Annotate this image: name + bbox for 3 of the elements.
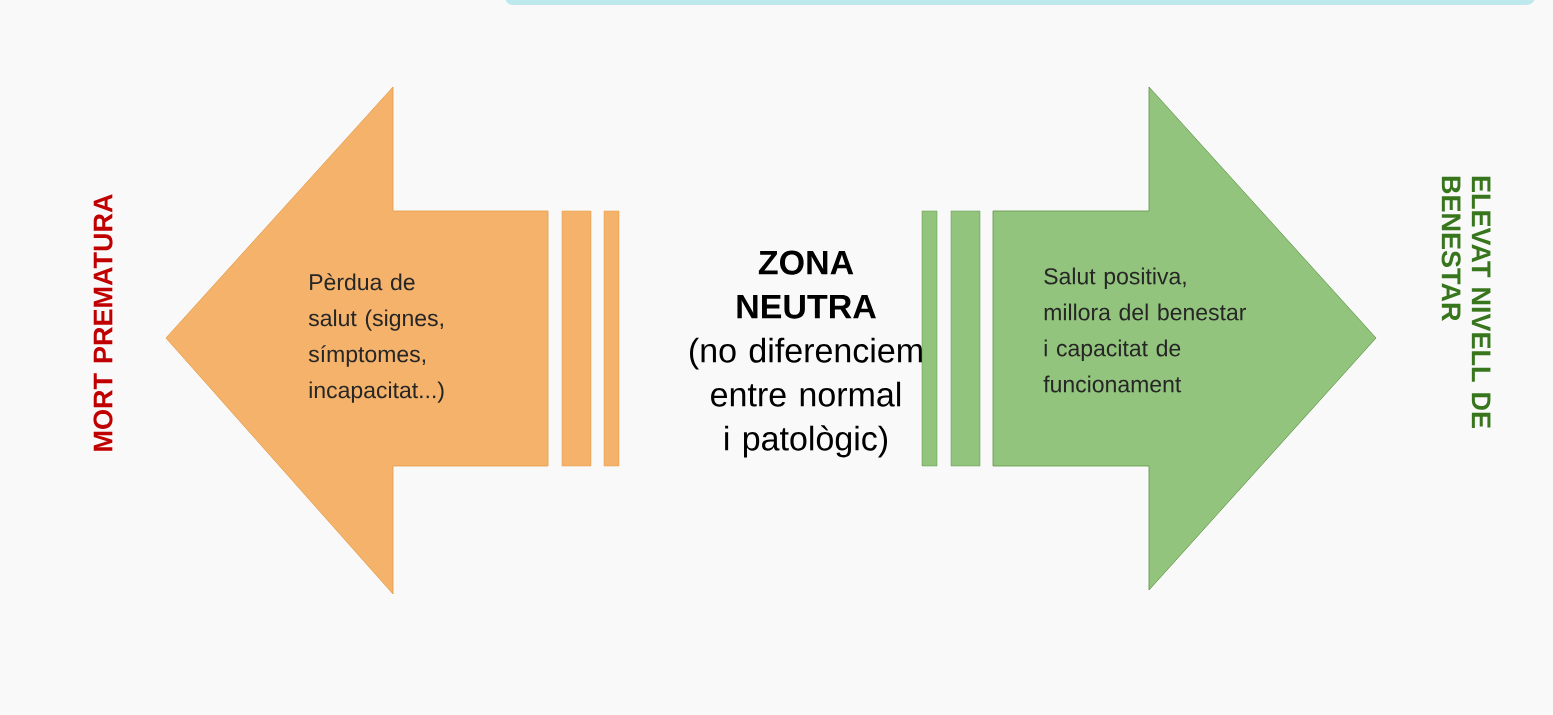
- vertical-label: MORT PREMATURA: [93, 194, 113, 451]
- zone-label: ZONA NEUTRA (no diferenciem entre normal i patològic): [690, 250, 922, 458]
- vertical-label: ELEVAT NIVELL DE BENESTAR: [1441, 176, 1491, 428]
